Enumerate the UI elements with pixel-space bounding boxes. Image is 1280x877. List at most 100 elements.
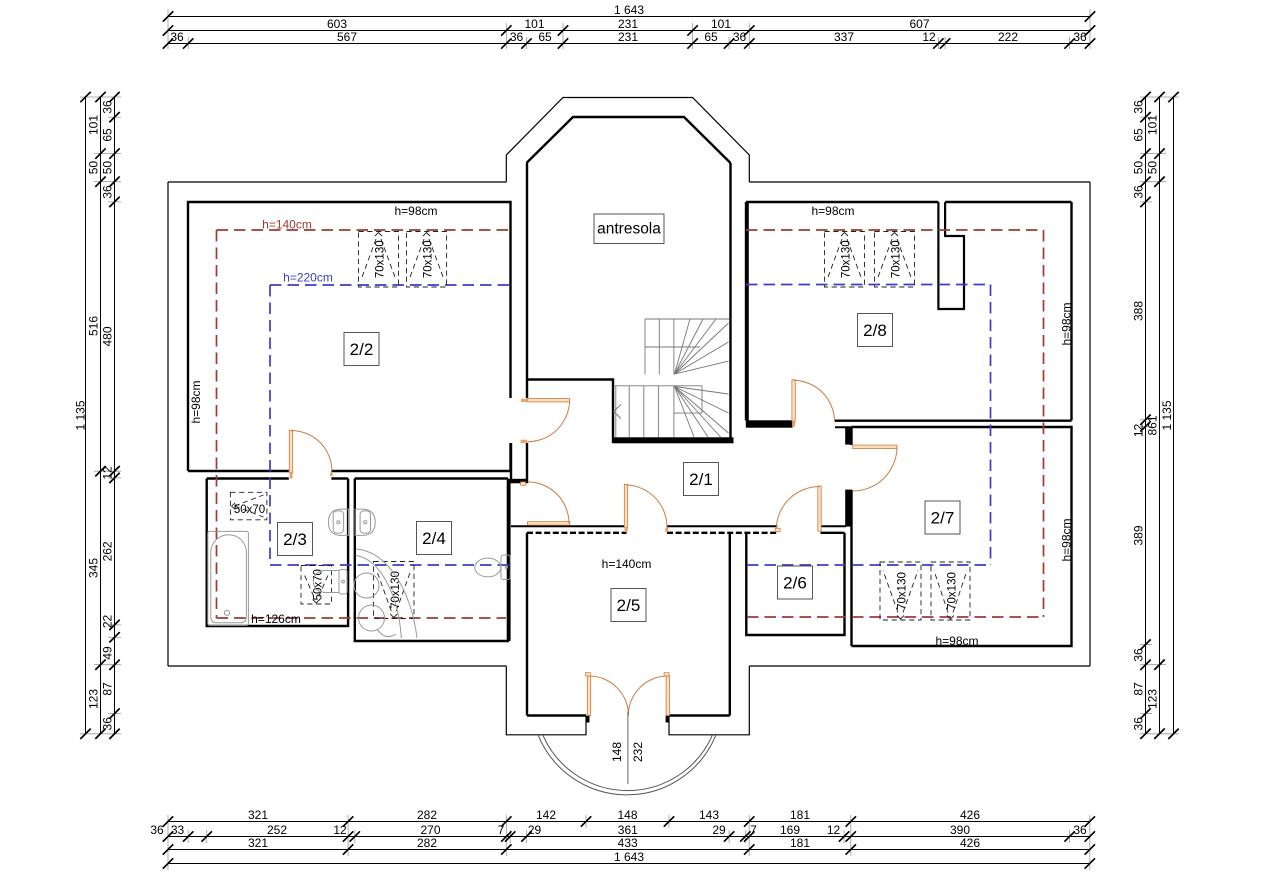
svg-text:49: 49 <box>101 646 115 660</box>
svg-text:h=98cm: h=98cm <box>1060 302 1074 345</box>
svg-text:50x70: 50x70 <box>234 504 265 516</box>
svg-text:101: 101 <box>524 17 544 31</box>
svg-text:70x130: 70x130 <box>947 572 959 610</box>
svg-text:70x130: 70x130 <box>891 240 903 278</box>
svg-text:345: 345 <box>87 558 101 578</box>
svg-text:270: 270 <box>420 823 440 837</box>
svg-text:337: 337 <box>834 30 854 44</box>
svg-text:2/3: 2/3 <box>283 530 307 549</box>
svg-text:65: 65 <box>704 30 718 44</box>
svg-text:2/1: 2/1 <box>689 470 713 489</box>
svg-text:232: 232 <box>631 742 645 762</box>
svg-text:143: 143 <box>699 808 719 822</box>
svg-text:36: 36 <box>510 30 524 44</box>
svg-text:50: 50 <box>101 161 115 175</box>
svg-text:29: 29 <box>528 823 542 837</box>
svg-text:388: 388 <box>1132 301 1146 321</box>
svg-text:2/6: 2/6 <box>783 573 807 592</box>
svg-text:antresola: antresola <box>597 221 661 238</box>
svg-text:h=98cm: h=98cm <box>811 204 854 218</box>
svg-text:181: 181 <box>790 808 810 822</box>
svg-text:861: 861 <box>1146 415 1160 435</box>
svg-text:480: 480 <box>101 326 115 346</box>
svg-text:7: 7 <box>498 823 505 837</box>
svg-text:181: 181 <box>790 836 810 850</box>
svg-text:390: 390 <box>950 823 970 837</box>
svg-text:36: 36 <box>1132 648 1146 662</box>
svg-text:142: 142 <box>536 808 556 822</box>
svg-text:426: 426 <box>960 808 980 822</box>
svg-text:222: 222 <box>998 30 1018 44</box>
svg-text:h=98cm: h=98cm <box>189 380 203 423</box>
svg-text:2/4: 2/4 <box>422 529 446 548</box>
svg-text:123: 123 <box>87 689 101 709</box>
svg-text:36: 36 <box>1132 185 1146 199</box>
svg-text:65: 65 <box>101 128 115 142</box>
svg-text:87: 87 <box>101 682 115 696</box>
svg-text:282: 282 <box>417 808 437 822</box>
svg-text:36: 36 <box>1073 823 1087 837</box>
svg-text:12: 12 <box>101 466 115 480</box>
svg-text:70x130: 70x130 <box>375 240 387 278</box>
svg-text:567: 567 <box>337 30 357 44</box>
svg-text:1 643: 1 643 <box>614 3 644 17</box>
svg-text:65: 65 <box>538 30 552 44</box>
svg-text:12: 12 <box>1132 424 1146 438</box>
svg-text:36: 36 <box>1132 100 1146 114</box>
svg-text:282: 282 <box>417 836 437 850</box>
svg-text:h=140cm: h=140cm <box>602 557 652 571</box>
svg-text:36: 36 <box>1073 30 1087 44</box>
svg-text:h=140cm: h=140cm <box>262 218 312 232</box>
svg-text:36: 36 <box>1132 717 1146 731</box>
svg-text:h=98cm: h=98cm <box>394 204 437 218</box>
svg-text:101: 101 <box>711 17 731 31</box>
svg-text:36: 36 <box>170 30 184 44</box>
svg-text:252: 252 <box>267 823 287 837</box>
svg-text:70x130: 70x130 <box>897 572 909 610</box>
svg-text:2/5: 2/5 <box>617 596 641 615</box>
svg-text:516: 516 <box>87 316 101 336</box>
svg-text:50: 50 <box>87 161 101 175</box>
svg-text:101: 101 <box>1146 115 1160 135</box>
svg-text:1 135: 1 135 <box>1160 400 1174 430</box>
svg-text:607: 607 <box>909 17 929 31</box>
svg-text:603: 603 <box>327 17 347 31</box>
svg-text:7: 7 <box>750 823 757 837</box>
svg-text:h=98cm: h=98cm <box>1060 518 1074 561</box>
svg-text:36: 36 <box>101 100 115 114</box>
svg-text:29: 29 <box>712 823 726 837</box>
svg-text:169: 169 <box>780 823 800 837</box>
svg-text:50x70: 50x70 <box>312 569 324 600</box>
svg-text:361: 361 <box>618 823 638 837</box>
svg-text:50: 50 <box>1132 161 1146 175</box>
svg-text:262: 262 <box>101 541 115 561</box>
svg-text:36: 36 <box>733 30 747 44</box>
svg-text:1 135: 1 135 <box>73 400 87 430</box>
svg-text:33: 33 <box>171 823 185 837</box>
svg-text:h=98cm: h=98cm <box>935 634 978 648</box>
svg-text:70x130: 70x130 <box>841 240 853 278</box>
svg-text:123: 123 <box>1146 689 1160 709</box>
svg-text:148: 148 <box>617 808 637 822</box>
svg-text:389: 389 <box>1132 525 1146 545</box>
svg-text:2/8: 2/8 <box>863 321 887 340</box>
svg-text:22: 22 <box>101 615 115 629</box>
svg-text:h=220cm: h=220cm <box>283 271 333 285</box>
svg-text:12: 12 <box>827 823 841 837</box>
svg-text:426: 426 <box>960 836 980 850</box>
svg-text:321: 321 <box>248 836 268 850</box>
svg-text:h=126cm: h=126cm <box>251 612 301 626</box>
svg-text:2/7: 2/7 <box>931 508 955 527</box>
svg-text:87: 87 <box>1132 682 1146 696</box>
svg-text:231: 231 <box>618 30 638 44</box>
svg-text:101: 101 <box>87 115 101 135</box>
svg-text:36: 36 <box>150 823 164 837</box>
svg-text:36: 36 <box>101 717 115 731</box>
svg-text:65: 65 <box>1132 128 1146 142</box>
svg-text:70x130: 70x130 <box>423 240 435 278</box>
svg-text:231: 231 <box>618 17 638 31</box>
svg-text:1 643: 1 643 <box>614 850 644 864</box>
svg-text:2/2: 2/2 <box>350 340 374 359</box>
svg-text:433: 433 <box>618 836 638 850</box>
svg-text:321: 321 <box>248 808 268 822</box>
